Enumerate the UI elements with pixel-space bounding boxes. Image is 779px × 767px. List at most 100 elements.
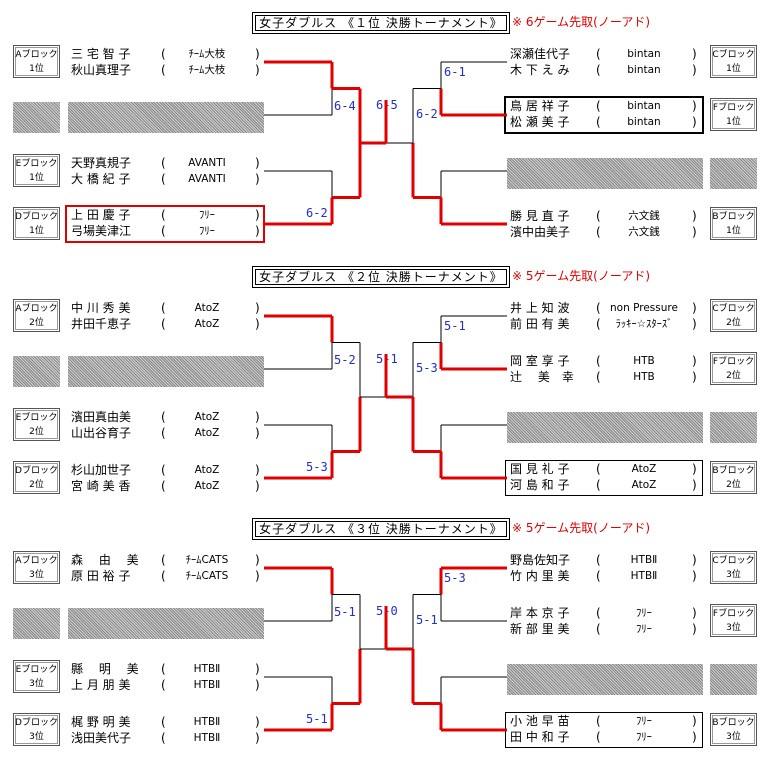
- paren-open: (: [161, 479, 166, 493]
- block-rank: 3位: [726, 732, 741, 742]
- player-name: 竹 内 里 美: [510, 569, 570, 583]
- paren-close: ): [692, 606, 697, 620]
- paren-close: ): [255, 463, 260, 477]
- player-name: 大 橋 紀 子: [71, 172, 131, 186]
- club-name: ﾗｯｷｰ☆ｽﾀｰｽﾞ: [615, 318, 673, 330]
- team-entry: 国 見 礼 子(AtoZ)河 島 和 子(AtoZ): [505, 460, 703, 496]
- paren-close: ): [692, 63, 697, 77]
- paren-open: (: [596, 47, 601, 61]
- paren-open: (: [596, 370, 601, 384]
- player-name: 井 上 知 波: [510, 301, 570, 315]
- player-row: 前 田 有 美(ﾗｯｷｰ☆ｽﾀｰｽﾞ): [506, 316, 702, 332]
- club-name: bintan: [627, 100, 661, 112]
- club-name: AVANTI: [188, 173, 226, 185]
- team-entry: 天野真規子(AVANTI)大 橋 紀 子(AVANTI): [67, 155, 263, 189]
- paren-close: ): [255, 426, 260, 440]
- player-name: 上 月 朋 美: [71, 678, 131, 692]
- block-rank: 3位: [29, 732, 44, 742]
- block-name: Eブロック: [15, 159, 58, 169]
- player-row: 国 見 礼 子(AtoZ): [506, 461, 702, 477]
- player-row: 深瀬佳代子(bintan): [506, 46, 702, 62]
- club-name: ﾌﾘｰ: [636, 715, 652, 727]
- block-name: Bブロック: [712, 212, 755, 222]
- block-name: Cブロック: [712, 50, 755, 60]
- paren-close: ): [255, 715, 260, 729]
- block-name: Bブロック: [712, 466, 755, 476]
- player-name: 岸 本 京 子: [510, 606, 570, 620]
- block-name: Fブロック: [712, 357, 755, 367]
- paren-open: (: [161, 553, 166, 567]
- player-row: 弓場美津江(ﾌﾘｰ): [67, 223, 263, 239]
- player-row: 勝 見 直 子(六文銭): [506, 208, 702, 224]
- score-lb: 6-2: [306, 205, 328, 220]
- paren-open: (: [161, 410, 166, 424]
- player-name: 松 瀬 美 子: [510, 115, 570, 129]
- club-name: AtoZ: [631, 479, 657, 491]
- player-row: 岸 本 京 子(ﾌﾘｰ): [506, 605, 702, 621]
- player-name: 濱中由美子: [510, 225, 571, 239]
- block-rank: 2位: [29, 480, 44, 490]
- club-name: HTBⅡ: [193, 716, 221, 728]
- team-entry: 杉山加世子(AtoZ)宮 崎 美 香(AtoZ): [67, 462, 263, 496]
- player-row: 三 宅 智 子(ﾁｰﾑ大枝): [67, 46, 263, 62]
- player-row: 中 川 秀 美(AtoZ): [67, 300, 263, 316]
- paren-open: (: [596, 622, 601, 636]
- player-name: 辻 美 幸: [510, 370, 574, 384]
- club-name: non Pressure: [610, 302, 678, 314]
- club-name: AtoZ: [194, 464, 220, 476]
- block-rank: 2位: [29, 318, 44, 328]
- player-name: 山出谷育子: [71, 426, 132, 440]
- score-rq: 5-3: [416, 360, 438, 375]
- section-title: 女子ダブルス 《２位 決勝トーナメント》: [252, 266, 510, 288]
- player-row: 木 下 え み(bintan): [506, 62, 702, 78]
- player-row: 原 田 裕 子(ﾁｰﾑCATS): [67, 568, 263, 584]
- player-row: 梶 野 明 美(HTBⅡ): [67, 714, 263, 730]
- player-name: 国 見 礼 子: [510, 462, 570, 476]
- game-rule: ※ 5ゲーム先取(ノーアド): [512, 521, 651, 535]
- paren-open: (: [596, 209, 601, 223]
- paren-close: ): [255, 63, 260, 77]
- team-entry: 野島佐知子(HTBⅡ)竹 内 里 美(HTBⅡ): [506, 552, 702, 586]
- paren-close: ): [692, 209, 697, 223]
- club-name: AtoZ: [194, 427, 220, 439]
- player-name: 木 下 え み: [510, 63, 570, 77]
- paren-close: ): [692, 47, 697, 61]
- player-row: 田 中 和 子(ﾌﾘｰ): [506, 729, 702, 745]
- paren-open: (: [596, 99, 601, 113]
- paren-open: (: [596, 478, 601, 492]
- paren-open: (: [161, 426, 166, 440]
- empty-slot-block: [710, 158, 757, 189]
- player-name: 原 田 裕 子: [71, 569, 131, 583]
- team-entry: 濱田真由美(AtoZ)山出谷育子(AtoZ): [67, 409, 263, 443]
- paren-close: ): [255, 553, 260, 567]
- block-rank: 1位: [726, 226, 741, 236]
- player-row: 井 上 知 波(non Pressure): [506, 300, 702, 316]
- paren-close: ): [692, 354, 697, 368]
- team-entry: 小 池 早 苗(ﾌﾘｰ)田 中 和 子(ﾌﾘｰ): [505, 712, 703, 748]
- player-row: 小 池 早 苗(ﾌﾘｰ): [506, 713, 702, 729]
- player-name: 岡 室 享 子: [510, 354, 570, 368]
- player-row: 鳥 居 祥 子(bintan): [506, 98, 702, 114]
- team-entry: 勝 見 直 子(六文銭)濱中由美子(六文銭): [506, 208, 702, 242]
- player-name: 小 池 早 苗: [510, 714, 570, 728]
- paren-open: (: [161, 678, 166, 692]
- paren-close: ): [692, 301, 697, 315]
- club-name: HTBⅡ: [193, 679, 221, 691]
- score-lb: 5-3: [306, 459, 328, 474]
- block-rank: 3位: [29, 679, 44, 689]
- player-row: 岡 室 享 子(HTB): [506, 353, 702, 369]
- paren-close: ): [692, 370, 697, 384]
- player-row: 松 瀬 美 子(bintan): [506, 114, 702, 130]
- player-row: 新 部 里 美(ﾌﾘｰ): [506, 621, 702, 637]
- player-name: 縣 明 美: [71, 662, 139, 676]
- team-entry: 岸 本 京 子(ﾌﾘｰ)新 部 里 美(ﾌﾘｰ): [506, 605, 702, 639]
- score-lq: 5-1: [334, 604, 356, 619]
